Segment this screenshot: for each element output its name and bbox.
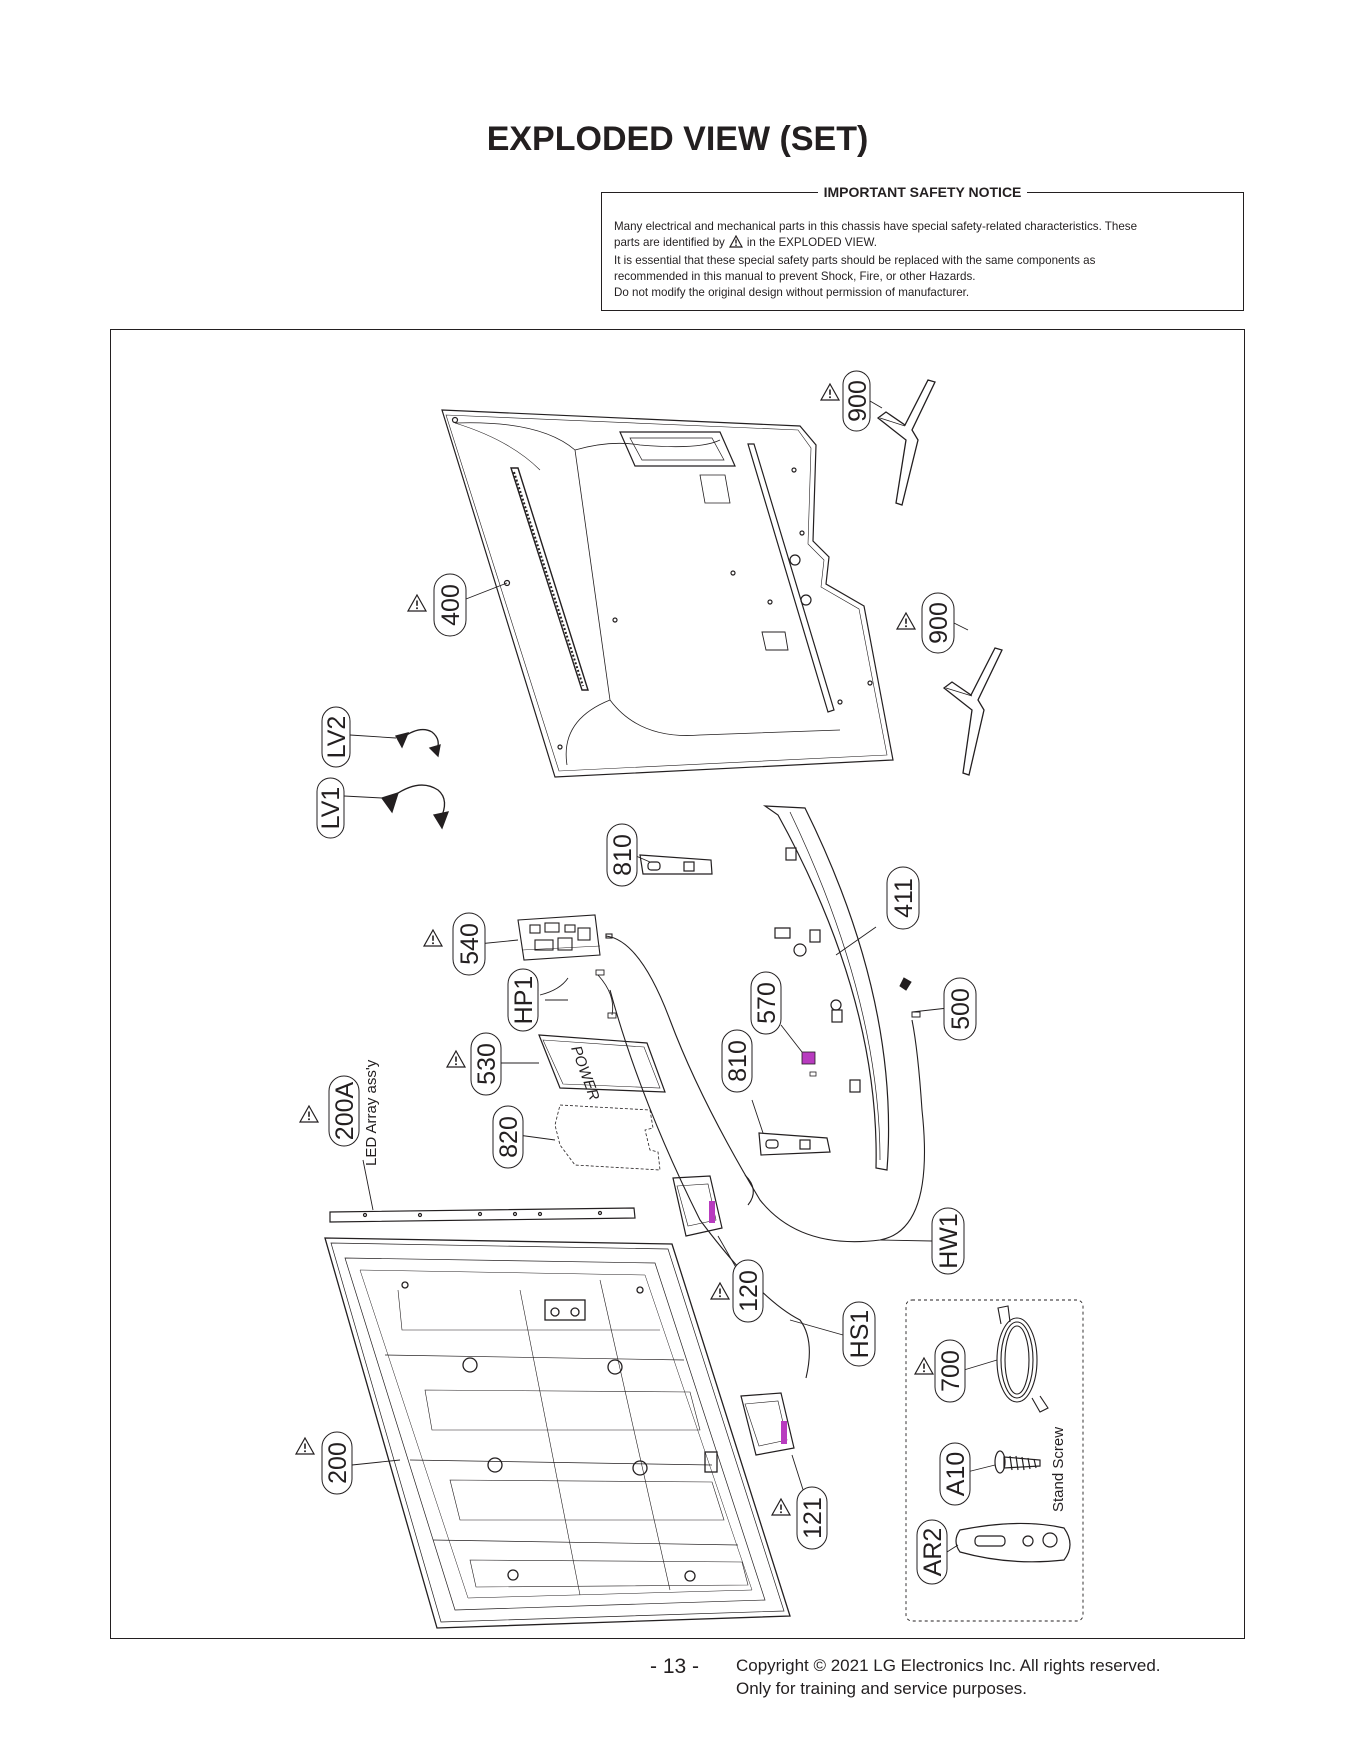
stand-guide-part-upper xyxy=(639,854,713,875)
callout-700: 700 xyxy=(934,1339,966,1403)
harness-hp1 xyxy=(533,969,617,1019)
copyright-line: Only for training and service purposes. xyxy=(736,1679,1028,1698)
svg-text:810: 810 xyxy=(724,1040,752,1082)
bottom-frame-part xyxy=(762,805,890,1171)
callout-500: 500 xyxy=(943,977,977,1041)
safety-notice-line: parts are identified by xyxy=(614,236,725,249)
svg-text:500: 500 xyxy=(947,988,975,1030)
svg-text:400: 400 xyxy=(437,584,465,626)
svg-text:700: 700 xyxy=(937,1350,965,1392)
warning-triangle-icon xyxy=(407,594,427,612)
stand-screw-label: Stand Screw xyxy=(1050,1427,1067,1512)
display-module-part xyxy=(324,1237,791,1629)
callout-810-lower: 810 xyxy=(721,1029,753,1093)
svg-text:411: 411 xyxy=(890,878,918,918)
callout-lv2: LV2 xyxy=(321,706,351,768)
callout-530: 530 xyxy=(470,1032,502,1096)
warning-triangle-icon xyxy=(710,1282,730,1300)
stand-part-upper xyxy=(876,379,936,506)
callout-121: 121 xyxy=(796,1486,828,1550)
warning-triangle-icon xyxy=(423,929,443,947)
safety-notice-line: recommended in this manual to prevent Sh… xyxy=(614,270,976,283)
stand-guide-part-lower xyxy=(758,1132,831,1156)
led-array-label: LED Array ass'y xyxy=(363,1059,380,1166)
svg-text:HP1: HP1 xyxy=(510,976,538,1025)
led-bar-part xyxy=(329,1207,636,1223)
svg-text:540: 540 xyxy=(456,923,484,965)
safety-notice-line: It is essential that these special safet… xyxy=(614,254,1096,267)
speaker-part-121 xyxy=(740,1392,795,1456)
svg-text:120: 120 xyxy=(735,1270,763,1312)
callout-540: 540 xyxy=(452,912,486,976)
svg-text:121: 121 xyxy=(799,1497,827,1539)
callout-400: 400 xyxy=(433,573,467,637)
main-board-part xyxy=(517,914,613,961)
warning-triangle-icon xyxy=(446,1050,466,1068)
callout-hs1: HS1 xyxy=(842,1301,876,1367)
warning-triangle-icon xyxy=(295,1437,315,1455)
svg-text:AR2: AR2 xyxy=(919,1528,947,1577)
lvds-cable-lv1 xyxy=(380,784,450,830)
callout-570: 570 xyxy=(750,971,782,1035)
stand-part-lower xyxy=(942,647,1003,776)
ir-key-pcb-part xyxy=(801,1051,817,1077)
safety-notice-line: in the EXPLODED VIEW. xyxy=(746,236,878,249)
callout-hw1: HW1 xyxy=(931,1207,965,1275)
harness-hs1 xyxy=(609,989,810,1379)
svg-text:900: 900 xyxy=(844,380,872,422)
lvds-cable-lv2 xyxy=(395,728,441,758)
callout-a10: A10 xyxy=(939,1442,971,1506)
callout-200: 200 xyxy=(321,1431,353,1495)
svg-text:200: 200 xyxy=(324,1442,352,1484)
speaker-part-120 xyxy=(672,1175,723,1237)
callout-120: 120 xyxy=(732,1259,764,1323)
diagram-frame xyxy=(110,329,1245,1639)
page-number: - 13 - xyxy=(650,1655,700,1678)
svg-text:HS1: HS1 xyxy=(846,1310,874,1359)
svg-text:HW1: HW1 xyxy=(935,1213,963,1269)
svg-text:570: 570 xyxy=(753,982,781,1024)
warning-triangle-icon xyxy=(771,1498,791,1516)
callout-hp1: HP1 xyxy=(507,968,539,1032)
safety-notice-box: IMPORTANT SAFETY NOTICE Many electrical … xyxy=(601,184,1244,311)
safety-notice-line: Do not modify the original design withou… xyxy=(614,286,970,299)
callout-ar2: AR2 xyxy=(916,1519,948,1585)
copyright-notice: Copyright © 2021 LG Electronics Inc. All… xyxy=(736,1654,1161,1700)
warning-triangle-icon xyxy=(728,234,743,253)
svg-text:LV1: LV1 xyxy=(317,787,345,830)
warning-triangle-icon xyxy=(914,1357,934,1375)
callout-900-lower: 900 xyxy=(921,592,955,654)
callout-900-upper: 900 xyxy=(842,370,872,432)
callout-810-upper: 810 xyxy=(606,823,638,887)
power-board-text: POWER xyxy=(567,1044,602,1103)
svg-text:A10: A10 xyxy=(942,1452,970,1496)
svg-text:LV2: LV2 xyxy=(323,716,351,759)
svg-text:530: 530 xyxy=(473,1043,501,1085)
callout-820: 820 xyxy=(492,1105,524,1169)
svg-text:900: 900 xyxy=(925,602,953,644)
page-title: EXPLODED VIEW (SET) xyxy=(486,120,869,158)
power-cord-part xyxy=(996,1305,1049,1413)
remote-control-part xyxy=(955,1522,1071,1563)
insulator-sheet-part xyxy=(554,1104,661,1171)
warning-triangle-icon xyxy=(299,1105,319,1123)
callout-411: 411 xyxy=(886,866,920,930)
safety-notice-heading: IMPORTANT SAFETY NOTICE xyxy=(817,184,1028,200)
warning-triangle-icon xyxy=(820,383,840,401)
warning-triangle-icon xyxy=(896,612,916,630)
rear-cover-part xyxy=(441,409,894,778)
svg-text:810: 810 xyxy=(609,834,637,876)
callout-200a: 200A xyxy=(328,1075,360,1147)
svg-text:200A: 200A xyxy=(331,1081,359,1140)
power-board-part: POWER xyxy=(538,1034,666,1103)
copyright-line: Copyright © 2021 LG Electronics Inc. All… xyxy=(736,1656,1161,1675)
svg-text:820: 820 xyxy=(495,1116,523,1158)
safety-notice-line: Many electrical and mechanical parts in … xyxy=(614,220,1138,233)
leader-lines xyxy=(343,400,998,1553)
harness-hw1 xyxy=(605,935,925,1243)
safety-notice-body: Many electrical and mechanical parts in … xyxy=(614,219,1231,301)
stand-screw-part xyxy=(994,1450,1041,1474)
callout-lv1: LV1 xyxy=(316,777,345,839)
